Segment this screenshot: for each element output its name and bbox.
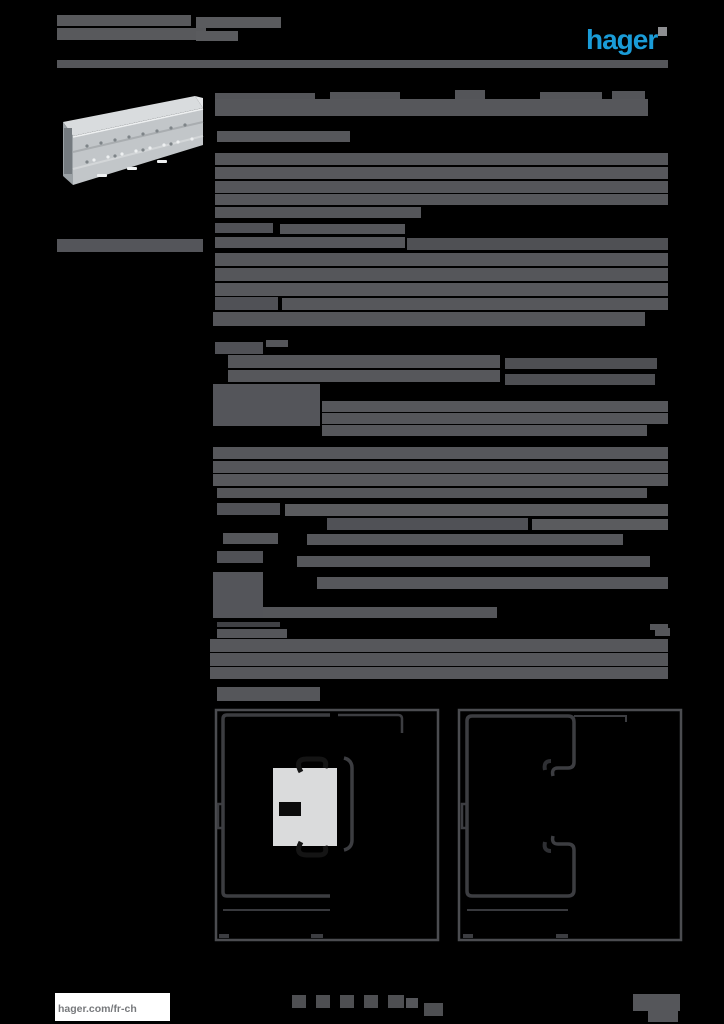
redacted-text-bar [424,1003,443,1016]
redacted-text-bar [612,91,645,100]
redacted-text-bar [213,312,645,326]
redacted-text-bar [217,503,280,515]
redacted-text-bar [215,167,668,179]
redacted-text-bar [213,461,668,473]
redacted-text-bar [340,995,354,1008]
redacted-text-bar [57,15,191,26]
redacted-text-bar [266,340,288,347]
redacted-text-bar [57,28,206,40]
redacted-text-bar [213,474,668,486]
redacted-text-bar [217,687,320,701]
redacted-text-bar [215,253,668,266]
redacted-text-bar [210,667,668,679]
redacted-text-bar [215,237,405,248]
redacted-text-bar [282,298,668,310]
footer-url-box: hager.com/fr-ch [55,993,170,1021]
redacted-text-bar [210,653,668,666]
redacted-text-bar [388,995,404,1008]
redacted-text-bar [215,342,263,354]
footer-url: hager.com/fr-ch [58,1003,137,1015]
redacted-text-bar [322,413,668,424]
redacted-text-bar [327,518,528,530]
redacted-text-bar [215,99,648,116]
redacted-text-bar [217,131,350,142]
redacted-text-bar [215,283,668,296]
redacted-text-bar [217,622,280,627]
redacted-text-bar [316,995,330,1008]
redacted-text-bar [223,533,278,544]
redacted-text-bar [317,577,668,589]
redacted-text-bar [210,639,668,652]
redacted-text-bar [455,90,485,100]
redacted-text-bar [330,92,400,100]
redacted-text-bar [228,370,500,382]
redacted-text-bar [215,153,668,165]
redacted-text-bar [215,297,278,310]
redacted-text-bar [215,194,668,205]
redacted-text-bar [57,60,668,68]
redacted-text-bar [213,384,320,426]
redacted-text-bar [213,447,668,459]
hager-logo-text: hager [586,24,658,55]
redacted-text-bar [228,355,500,368]
redacted-text-bar [540,92,602,100]
redacted-text-bar [292,995,306,1008]
redacted-text-bar [263,607,497,618]
redacted-text-bar [217,629,287,638]
redacted-text-bar [196,17,281,28]
installation-diagram-profile [457,708,683,942]
redacted-text-bar [217,488,647,498]
redacted-text-bar [407,238,668,250]
redacted-text-bar [57,239,203,252]
redacted-text-bar [633,994,680,1011]
redacted-text-bar [215,268,668,281]
redacted-text-bar [406,998,418,1008]
redacted-text-bar [364,995,378,1008]
redacted-text-bar [215,93,315,100]
redacted-text-bar [297,556,650,567]
redacted-text-bar [532,519,668,530]
redacted-text-bar [658,27,667,36]
redacted-text-bar [322,401,668,412]
redacted-text-bar [505,374,655,385]
redacted-text-bar [215,207,421,218]
redacted-text-bar [307,534,623,545]
redacted-text-bar [215,223,273,233]
redacted-text-bar [648,1010,678,1022]
redacted-text-bar [650,624,668,630]
redacted-text-bar [280,224,405,234]
redacted-text-bar [196,31,238,41]
redacted-text-bar [217,551,263,563]
redacted-text-bar [285,504,668,516]
hager-logo: hager [586,24,658,56]
redacted-text-bar [655,628,670,636]
redacted-text-bar [505,358,657,369]
redacted-text-bar [213,572,263,618]
product-photo [63,96,204,185]
redacted-text-bar [322,425,647,436]
installation-diagram-coupler [214,708,440,942]
redacted-text-bar [215,181,668,193]
